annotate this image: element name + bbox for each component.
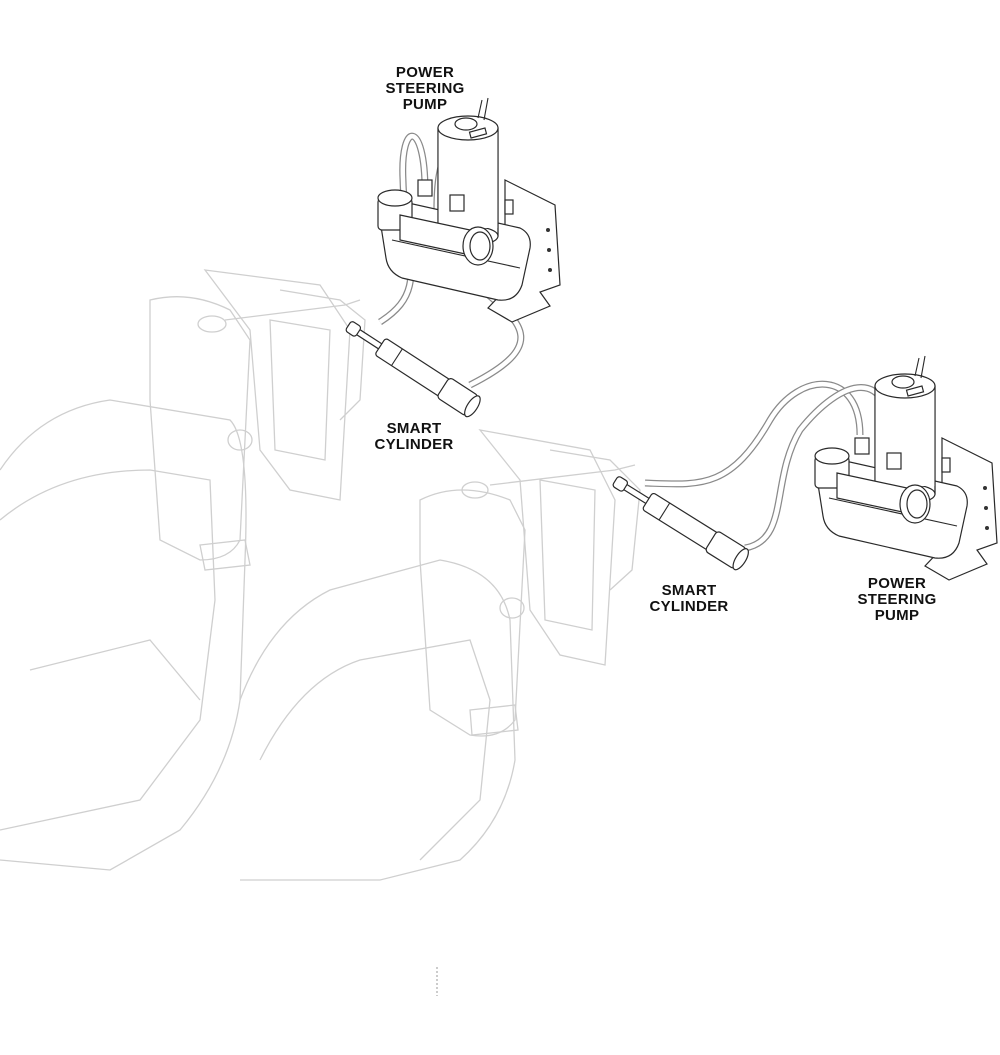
label-power-steering-pump-bottom: POWER STEERING PUMP — [857, 576, 936, 624]
label-line: SMART — [386, 420, 442, 437]
label-line: POWER — [867, 575, 927, 592]
outboard-motor-1 — [0, 269, 366, 871]
label-line: STEERING — [857, 591, 937, 608]
smart-cylinder-1 — [341, 314, 484, 420]
label-smart-cylinder-top: SMART CYLINDER — [374, 421, 453, 453]
label-power-steering-pump-top: POWER STEERING PUMP — [385, 65, 464, 113]
label-line: POWER — [395, 64, 455, 81]
label-line: SMART — [661, 582, 717, 599]
outboard-motor-2 — [239, 429, 641, 881]
label-line: CYLINDER — [649, 598, 729, 615]
label-line: CYLINDER — [374, 436, 454, 453]
label-line: PUMP — [402, 96, 448, 113]
label-line: PUMP — [874, 607, 920, 624]
label-smart-cylinder-bottom: SMART CYLINDER — [649, 583, 728, 615]
label-line: STEERING — [385, 80, 465, 97]
